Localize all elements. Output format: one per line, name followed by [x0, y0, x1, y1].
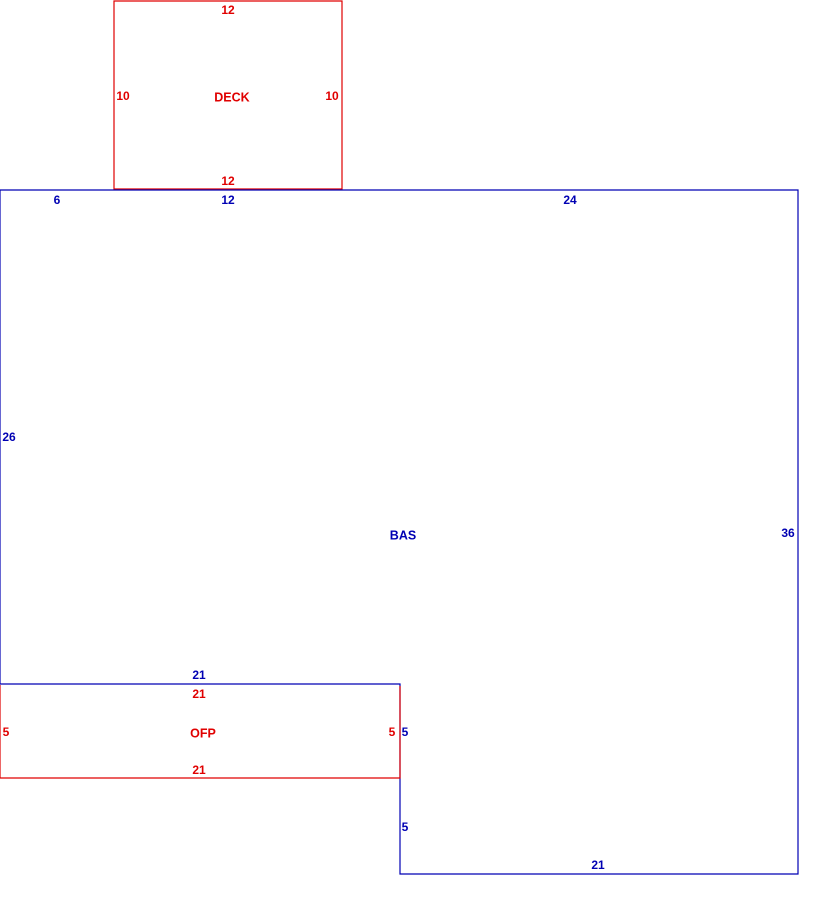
deck-right-dimension: 10	[325, 89, 339, 103]
bas-porch-side-dimension: 5	[402, 725, 409, 739]
ofp-outline	[0, 685, 401, 779]
ofp-bottom-dimension: 21	[192, 763, 206, 777]
ofp-right-dimension: 5	[389, 725, 396, 739]
bas-top-right-dimension: 24	[563, 193, 577, 207]
ofp-top-dimension: 21	[192, 687, 206, 701]
bas-lower-side-dimension: 5	[402, 820, 409, 834]
deck-top-dimension: 12	[221, 3, 235, 17]
bas-right-dimension: 36	[781, 526, 795, 540]
bas-left-dimension: 26	[2, 430, 16, 444]
deck-bottom-dimension: 12	[221, 174, 235, 188]
deck-left-dimension: 10	[116, 89, 130, 103]
ofp-left-dimension: 5	[3, 725, 10, 739]
bas-area-label: BAS	[390, 528, 416, 542]
bas-outline	[0, 189, 799, 875]
bas-top-left-dimension: 6	[54, 193, 61, 207]
bas-porch-top-dimension: 21	[192, 668, 206, 682]
deck-outline	[113, 0, 343, 190]
ofp-area-label: OFP	[190, 726, 216, 740]
deck-area-label: DECK	[214, 90, 249, 104]
bas-top-middle-dimension: 12	[221, 193, 235, 207]
bas-bottom-dimension: 21	[591, 858, 605, 872]
